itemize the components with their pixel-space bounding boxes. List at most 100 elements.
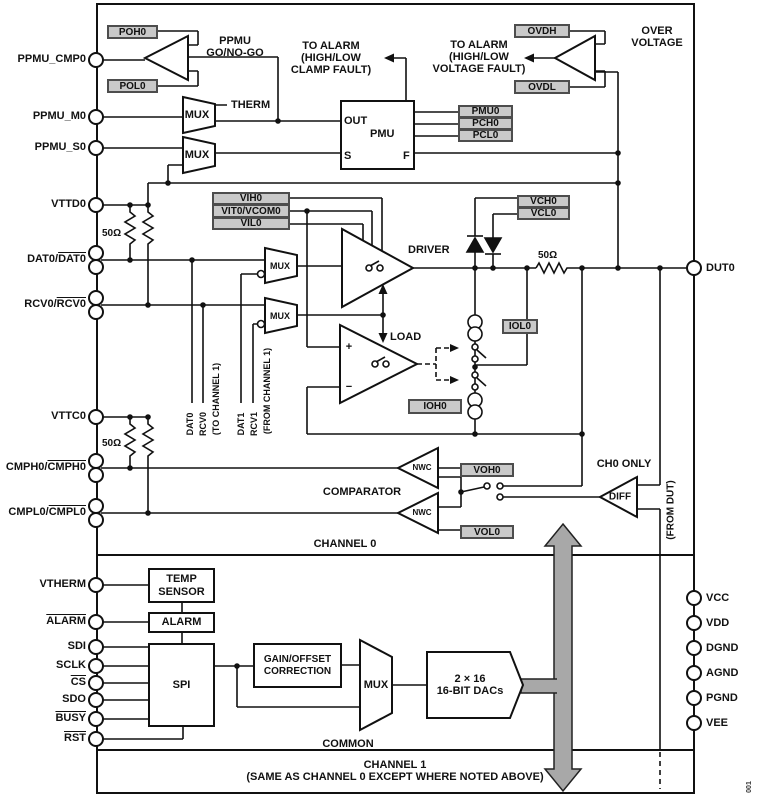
- current-source-chain: [256, 260, 504, 501]
- channel1-line2: (SAME AS CHANNEL 0 EXCEPT WHERE NOTED AB…: [246, 771, 544, 783]
- register-ioh0: IOH0: [408, 399, 462, 414]
- load-switch-blade: [375, 356, 386, 363]
- pin-vttd0: [88, 197, 104, 213]
- register-vih0-label: VIH0: [239, 193, 263, 204]
- dat0-complement: DAT0: [58, 253, 86, 265]
- pin-vttc0: [88, 409, 104, 425]
- load-label: LOAD: [390, 331, 422, 343]
- register-voh0: VOH0: [460, 463, 514, 477]
- pin-alarm: [88, 614, 104, 630]
- ch0-only-annotation: CH0 ONLY: [596, 458, 652, 470]
- ppmu-gonogo-annotation: PPMU GO/NO-GO: [206, 35, 263, 59]
- junction-dots: [127, 118, 663, 669]
- dac-label-2: 16-BIT DACs: [436, 685, 504, 697]
- pin-cmpl0-p: [88, 498, 104, 514]
- register-vit0-label: VIT0/VCOM0: [221, 205, 281, 217]
- mux-ppmu-s0: [182, 135, 216, 175]
- load-switch-contact2: [382, 360, 390, 368]
- dac-label-1: 2 × 16: [454, 673, 486, 685]
- pin-label-alarm: ALARM: [0, 615, 86, 627]
- register-ioh0-label: IOH0: [423, 401, 447, 412]
- current-source-iol-icon2: [467, 326, 483, 342]
- register-vcl0-label: VCL0: [530, 208, 557, 219]
- alarm-overline: ALARM: [46, 615, 86, 627]
- comparator-switch-contact1: [483, 482, 491, 490]
- alarm-voltage-line1: TO ALARM: [450, 39, 508, 51]
- pin-dat0-n: [88, 259, 104, 275]
- switch-iol-contact1: [471, 343, 479, 351]
- register-pcl0-label: PCL0: [472, 130, 499, 141]
- busy-overline: BUSY: [55, 712, 86, 724]
- resistor-vttc0-cmpl0: [141, 417, 155, 513]
- alarm-clamp-annotation: TO ALARM (HIGH/LOW CLAMP FAULT): [291, 40, 371, 76]
- mux-ppmu-m0: [182, 95, 216, 135]
- figure-number: 001: [746, 781, 753, 793]
- pin-rcv0-n: [88, 304, 104, 320]
- pin-label-sdi: SDI: [67, 640, 86, 652]
- switch-iol-contact2: [471, 355, 479, 363]
- switch-ioh-blade: [476, 377, 487, 387]
- channel1-line1: CHANNEL 1: [363, 759, 427, 771]
- pin-sclk: [88, 658, 104, 674]
- clamp-diodes: [465, 235, 503, 255]
- pin-agnd: [686, 665, 702, 681]
- load-minus-sign: −: [345, 381, 353, 393]
- pin-label-sdo: SDO: [62, 693, 86, 705]
- pmu-s-port: S: [344, 150, 352, 162]
- pin-label-vtherm: VTHERM: [39, 578, 86, 590]
- pmu-block-label: PMU: [370, 128, 395, 140]
- switch-ioh-contact2: [471, 383, 479, 391]
- arrowheads: [378, 53, 534, 384]
- cmpl0-base: CMPL0/: [8, 506, 49, 518]
- register-pcl0: PCL0: [458, 129, 513, 142]
- nwc-low-label: NWC: [412, 508, 432, 517]
- channel1-box: [96, 749, 695, 794]
- mux-receiver-invert-bubble: [256, 319, 266, 329]
- dac-block-shape: [426, 651, 525, 719]
- pin-pgnd: [686, 690, 702, 706]
- register-ovdl-label: OVDL: [528, 81, 556, 93]
- wires: [101, 30, 687, 789]
- pin-label-cs: CS: [0, 676, 86, 688]
- dac-block-label: 2 × 16 16-BIT DACs: [437, 673, 504, 697]
- register-pch0-label: PCH0: [472, 118, 499, 129]
- pin-vtherm: [88, 577, 104, 593]
- register-vch0-label: VCH0: [530, 196, 557, 207]
- register-voh0-label: VOH0: [473, 464, 501, 476]
- pin-label-ppmu-cmp0: PPMU_CMP0: [17, 53, 86, 65]
- pin-label-pgnd: PGND: [706, 692, 738, 704]
- chip-outline: [96, 3, 695, 794]
- mux-driver-label: MUX: [270, 261, 290, 271]
- ppmu-comparator-triangle: [142, 34, 189, 82]
- comparator-switch-contact3: [496, 493, 504, 501]
- overvoltage-comparator-triangle: [552, 34, 596, 82]
- alarm-voltage-annotation: TO ALARM (HIGH/LOW VOLTAGE FAULT): [433, 39, 526, 75]
- register-vil0-label: VIL0: [240, 218, 262, 229]
- pin-label-cmpl0: CMPL0/CMPL0: [0, 506, 86, 518]
- current-source-ioh-icon2: [467, 404, 483, 420]
- diff-amp-label: DIFF: [608, 491, 632, 503]
- pin-busy: [88, 711, 104, 727]
- pin-label-vttd0: VTTD0: [51, 198, 86, 210]
- alarm-voltage-line3: VOLTAGE FAULT): [432, 63, 526, 75]
- pin-dgnd: [686, 640, 702, 656]
- alarm-clamp-line2: (HIGH/LOW: [301, 52, 361, 64]
- pin-label-vee: VEE: [706, 717, 729, 729]
- register-iol0-label: IOL0: [508, 321, 532, 332]
- pin-label-rst: RST: [0, 732, 86, 744]
- rcv0-complement: RCV0: [56, 298, 86, 310]
- wires-common-section: [101, 584, 427, 740]
- cmph0-base: CMPH0/: [5, 461, 48, 473]
- temp-sensor-label-2: SENSOR: [158, 585, 205, 598]
- register-pol0: POL0: [107, 79, 158, 93]
- dat0-base: DAT0/: [27, 253, 59, 265]
- register-pmu0-label: PMU0: [471, 106, 500, 117]
- nwc-comparator-low-triangle: [395, 491, 439, 535]
- gain-offset-label-1: GAIN/OFFSET: [263, 653, 332, 665]
- pin-label-sclk: SCLK: [56, 659, 86, 671]
- register-vol0-label: VOL0: [473, 526, 501, 538]
- mux-receiver-data: [264, 296, 298, 335]
- alarm-voltage-arrowhead: [524, 53, 534, 63]
- dat1-from-ch1-label: DAT1: [236, 412, 246, 436]
